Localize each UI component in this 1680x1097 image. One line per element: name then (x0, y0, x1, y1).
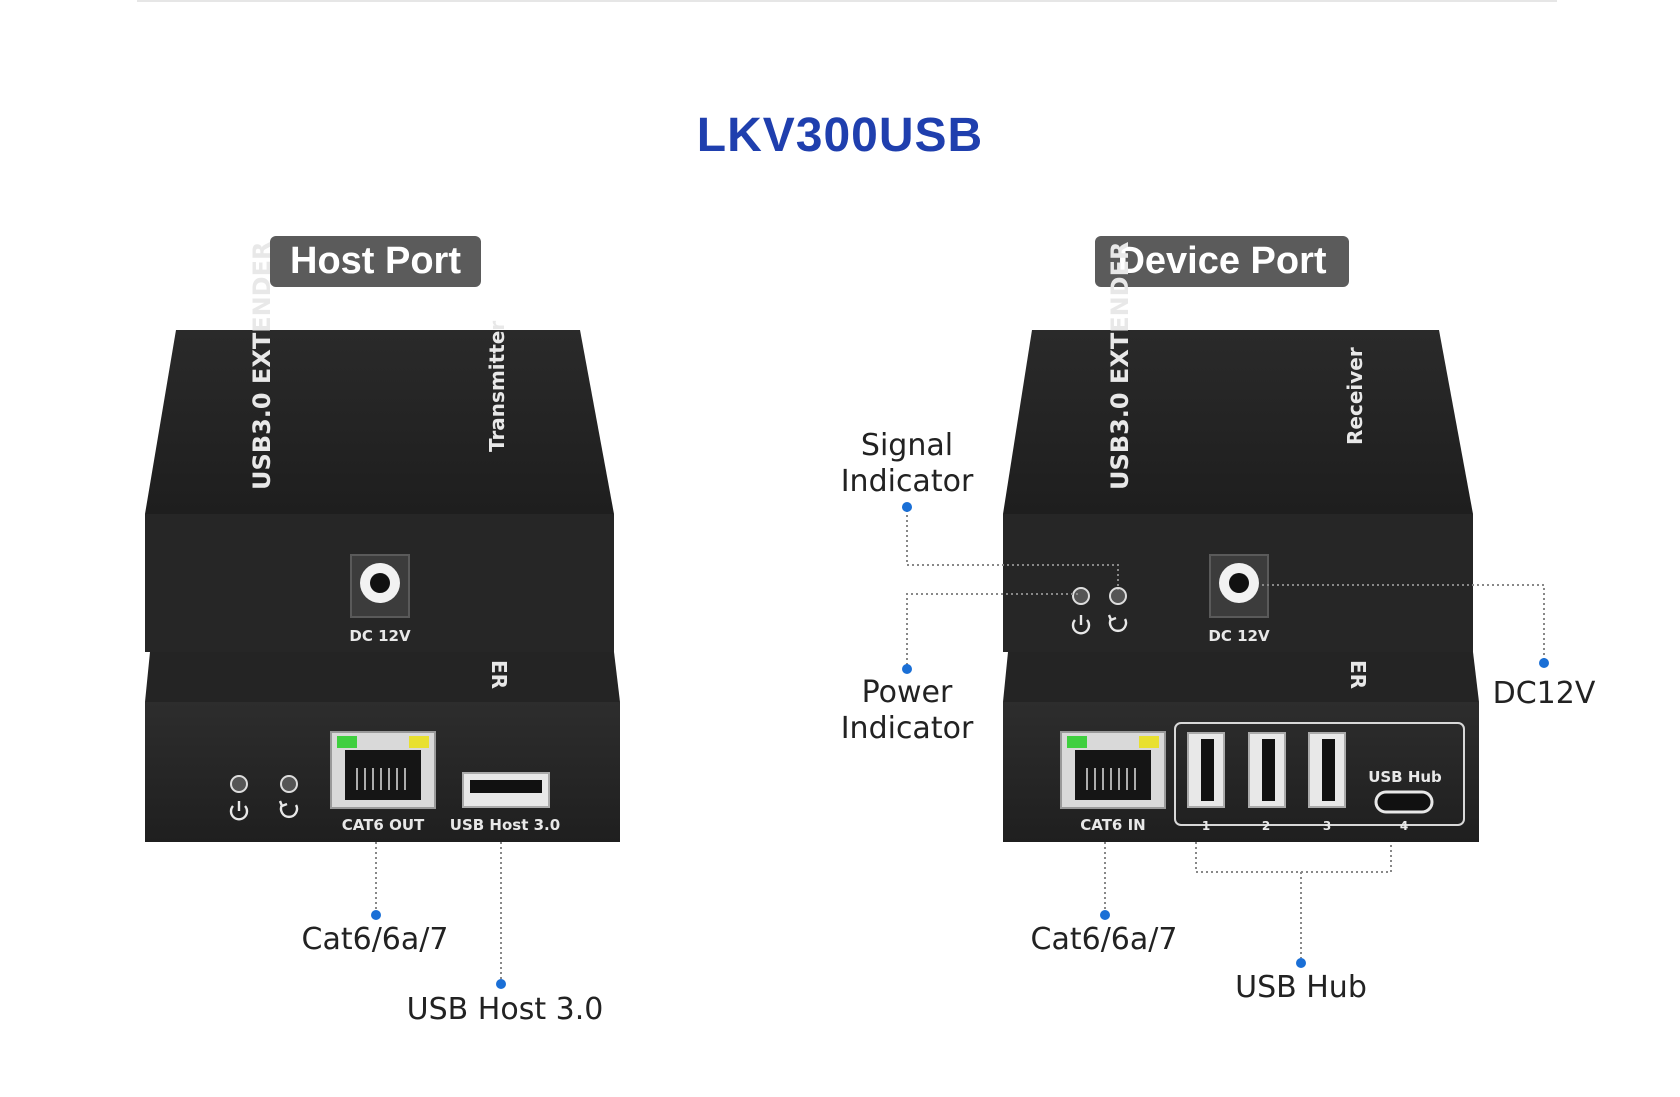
transmitter-dc-jack-inner (370, 573, 390, 593)
receiver-side-label: Receiver (1343, 347, 1367, 445)
transmitter-usb-callout: USB Host 3.0 (405, 992, 605, 1028)
receiver-signal-led (1109, 587, 1127, 605)
receiver-port-number-2: 2 (1262, 819, 1270, 833)
signal-indicator-line2: Indicator (840, 464, 974, 499)
receiver-port-number-4: 4 (1400, 819, 1408, 833)
device-port-header: Device Port (1095, 236, 1349, 287)
receiver-top-label: USB3.0 EXTENDER (1106, 242, 1134, 490)
receiver-cable-callout-text: Cat6/6a/7 (1030, 922, 1178, 957)
transmitter-rear-cut-text: ER (487, 660, 511, 689)
transmitter-usb-callout-text: USB Host 3.0 (406, 992, 604, 1027)
transmitter-signal-led (280, 775, 298, 793)
power-indicator-callout-dot (902, 664, 912, 674)
power-indicator-callout: Power Indicator (817, 675, 997, 747)
transmitter-dc-label: DC 12V (349, 627, 411, 645)
transmitter-rj45-led-yellow (409, 736, 429, 748)
transmitter-signal-icon (278, 800, 299, 818)
dc12v-callout: DC12V (1484, 676, 1604, 712)
transmitter-usb-tongue (470, 780, 542, 793)
receiver-signal-icon (1107, 614, 1128, 632)
signal-indicator-callout: Signal Indicator (817, 428, 997, 500)
receiver-cable-callout-dot (1100, 910, 1110, 920)
receiver-top-surface (1003, 330, 1473, 514)
transmitter-device: USB3.0 EXTENDER Transmitter DC 12V ER (145, 242, 620, 842)
dc12v-callout-dot (1539, 658, 1549, 668)
transmitter-power-led (230, 775, 248, 793)
transmitter-cable-callout-dot (371, 910, 381, 920)
receiver-port-number-1: 1 (1202, 819, 1210, 833)
receiver-callout-lines (906, 510, 1545, 958)
power-indicator-line2: Indicator (840, 711, 974, 746)
transmitter-lower-top (145, 652, 620, 702)
signal-indicator-line1: Signal (860, 428, 954, 463)
usb-hub-callout-dot (1296, 958, 1306, 968)
product-title: LKV300USB (696, 109, 984, 162)
receiver-rj45-led-green (1067, 736, 1087, 748)
receiver-lower-top (1003, 652, 1479, 702)
receiver-power-led (1072, 587, 1090, 605)
transmitter-callout-lines (375, 842, 502, 980)
host-port-header: Host Port (270, 236, 481, 287)
receiver-usb-port-2-tongue (1262, 739, 1275, 801)
signal-indicator-callout-dot (902, 502, 912, 512)
receiver-device: USB3.0 EXTENDER Receiver DC 12V ER (1003, 242, 1479, 842)
receiver-power-icon (1071, 615, 1091, 635)
receiver-rj45-led-yellow (1139, 736, 1159, 748)
receiver-usb-port-1-tongue (1201, 739, 1214, 801)
transmitter-rj45-label: CAT6 OUT (342, 816, 425, 834)
transmitter-usb-label: USB Host 3.0 (450, 816, 560, 834)
transmitter-cable-callout-text: Cat6/6a/7 (301, 922, 449, 957)
receiver-usb-c-port (1374, 790, 1434, 814)
transmitter-top-surface (145, 330, 614, 514)
top-divider (137, 0, 1557, 2)
receiver-cable-callout: Cat6/6a/7 (1014, 922, 1194, 958)
power-indicator-line1: Power (861, 675, 953, 710)
receiver-hub-label: USB Hub (1368, 768, 1442, 786)
receiver-usb-port-3-tongue (1322, 739, 1335, 801)
transmitter-top-label: USB3.0 EXTENDER (248, 242, 276, 490)
receiver-dc-jack-inner (1229, 573, 1249, 593)
dc12v-callout-text: DC12V (1492, 676, 1596, 711)
transmitter-power-icon (229, 801, 249, 821)
receiver-rj45-pins (1086, 768, 1136, 790)
transmitter-side-label: Transmitter (485, 321, 509, 452)
receiver-dc-label: DC 12V (1208, 627, 1270, 645)
receiver-port-number-3: 3 (1323, 819, 1331, 833)
receiver-rj45-label: CAT6 IN (1080, 816, 1145, 834)
transmitter-cable-callout: Cat6/6a/7 (285, 922, 465, 958)
transmitter-rj45-pins (356, 768, 406, 790)
receiver-rear-cut-text: ER (1346, 660, 1370, 689)
transmitter-usb-callout-dot (496, 979, 506, 989)
usb-hub-callout: USB Hub (1216, 970, 1386, 1006)
transmitter-rj45-led-green (337, 736, 357, 748)
usb-hub-callout-text: USB Hub (1235, 970, 1367, 1005)
